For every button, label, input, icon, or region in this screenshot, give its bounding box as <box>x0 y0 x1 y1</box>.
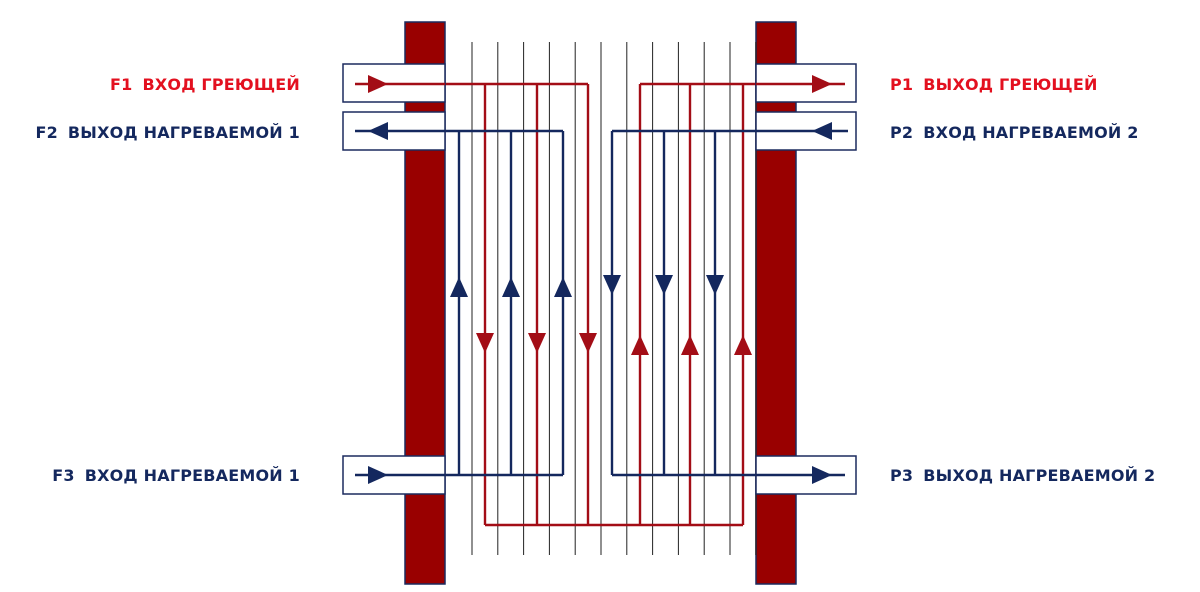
port-id-f1: F1 <box>110 75 132 94</box>
port-id-f3: F3 <box>52 466 74 485</box>
fixed-frame-plate <box>404 21 446 585</box>
heated-2-flow-arrow-icon <box>603 275 621 295</box>
heated-1-flow-arrow-icon <box>554 277 572 297</box>
flow-arrows <box>368 75 832 484</box>
heated-medium-1-flow <box>355 129 565 477</box>
port-text-f3: ВХОД НАГРЕВАЕМОЙ 1 <box>85 466 300 485</box>
label-p1: P1 ВЫХОД ГРЕЮЩЕЙ <box>890 75 1098 94</box>
label-f1: F1 ВХОД ГРЕЮЩЕЙ <box>110 75 300 94</box>
heating-flow-arrow-icon <box>734 335 752 355</box>
p3-outlet-arrow-icon <box>812 466 832 484</box>
label-p3: P3 ВЫХОД НАГРЕВАЕМОЙ 2 <box>890 466 1155 485</box>
pressure-frame-plate <box>755 21 797 585</box>
port-text-p3: ВЫХОД НАГРЕВАЕМОЙ 2 <box>923 466 1155 485</box>
heated-2-flow-arrow-icon <box>655 275 673 295</box>
port-id-p3: P3 <box>890 466 913 485</box>
heated-1-flow-arrow-icon <box>450 277 468 297</box>
plate-pack <box>471 42 757 555</box>
heating-flow-arrow-icon <box>579 333 597 353</box>
port-text-f2: ВЫХОД НАГРЕВАЕМОЙ 1 <box>68 123 300 142</box>
heated-1-flow-arrow-icon <box>502 277 520 297</box>
f3-inlet-arrow-icon <box>368 466 388 484</box>
f2-outlet-arrow-icon <box>368 122 388 140</box>
port-id-p1: P1 <box>890 75 913 94</box>
label-f3: F3 ВХОД НАГРЕВАЕМОЙ 1 <box>52 466 300 485</box>
port-id-p2: P2 <box>890 123 913 142</box>
heating-flow-arrow-icon <box>681 335 699 355</box>
heating-flow-arrow-icon <box>528 333 546 353</box>
port-text-f1: ВХОД ГРЕЮЩЕЙ <box>142 75 300 94</box>
heating-flow-arrow-icon <box>631 335 649 355</box>
f1-inlet-arrow-icon <box>368 75 388 93</box>
heating-flow-arrow-icon <box>476 333 494 353</box>
p2-inlet-arrow-icon <box>812 122 832 140</box>
port-text-p1: ВЫХОД ГРЕЮЩЕЙ <box>923 75 1097 94</box>
p1-outlet-arrow-icon <box>812 75 832 93</box>
label-f2: F2 ВЫХОД НАГРЕВАЕМОЙ 1 <box>35 123 300 142</box>
port-id-f2: F2 <box>35 123 57 142</box>
heated-2-flow-arrow-icon <box>706 275 724 295</box>
port-text-p2: ВХОД НАГРЕВАЕМОЙ 2 <box>923 123 1138 142</box>
label-p2: P2 ВХОД НАГРЕВАЕМОЙ 2 <box>890 123 1139 142</box>
